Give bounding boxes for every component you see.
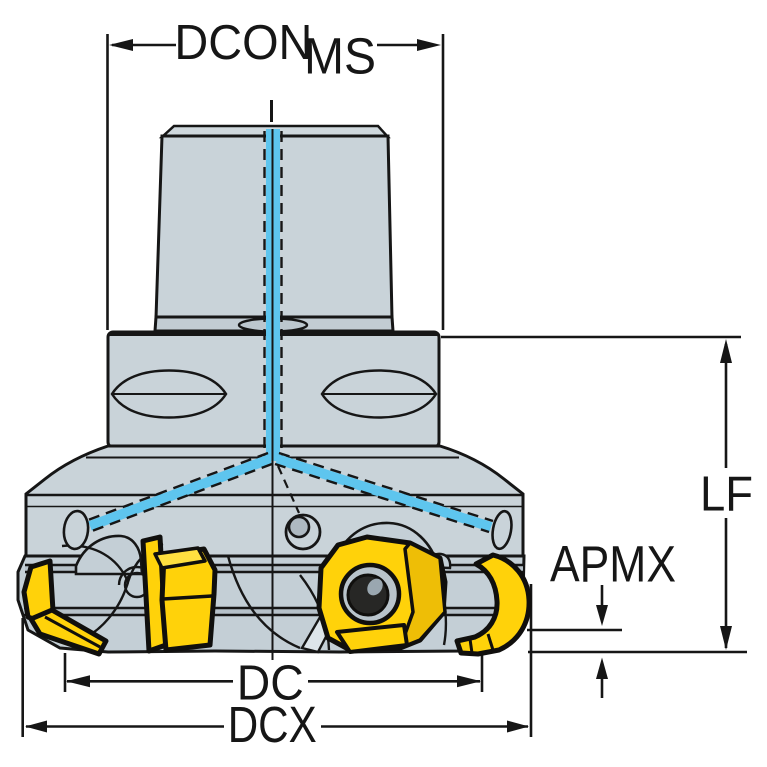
- svg-text:LF: LF: [700, 468, 753, 522]
- svg-text:DCX: DCX: [228, 696, 317, 753]
- svg-text:APMX: APMX: [550, 536, 676, 593]
- svg-text:DC: DC: [237, 656, 304, 711]
- svg-text:MS: MS: [304, 28, 376, 85]
- svg-text:DCON: DCON: [174, 16, 312, 70]
